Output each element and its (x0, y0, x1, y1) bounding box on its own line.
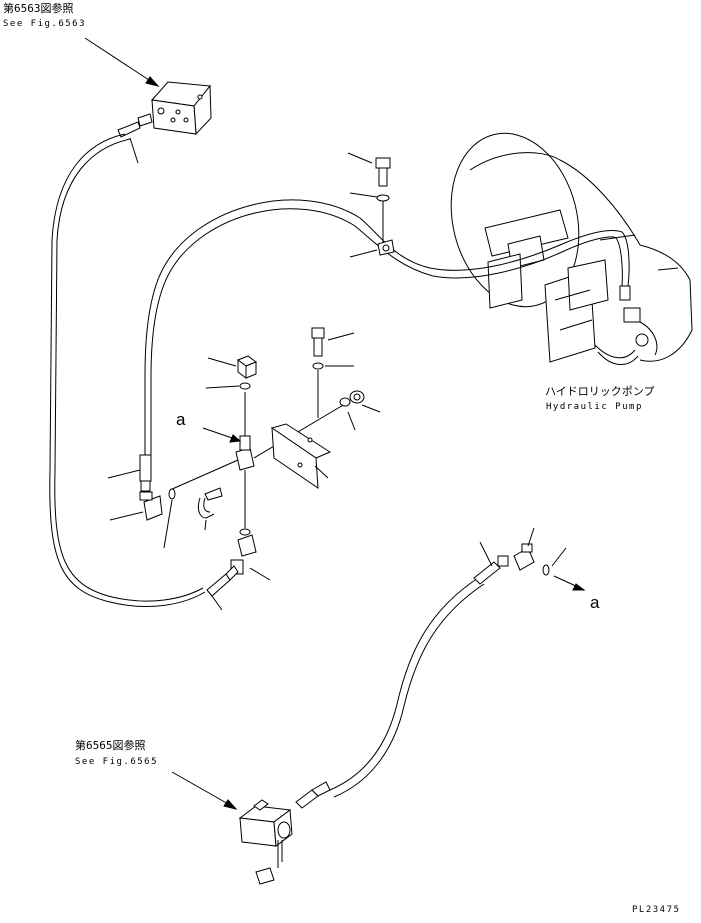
hose-pump-line (429, 230, 630, 287)
hose-end-lower (206, 565, 239, 597)
valve-block-top (151, 81, 212, 136)
hose-to-bottom-valve (329, 577, 479, 791)
ref-bottom-en-label: See Fig.6565 (75, 757, 159, 767)
hose-end-right (473, 555, 509, 585)
clamp-upper (377, 239, 395, 256)
ref-bottom-jp-label: 第6565図参照 (75, 739, 146, 752)
hose-pump-to-tee (144, 199, 431, 455)
elbow-fitting-right (513, 543, 535, 571)
valve-block-bottom (238, 799, 293, 885)
bolt-bracket (311, 327, 325, 357)
nut (349, 390, 365, 404)
fitting-top (117, 113, 153, 138)
ref-top-en-label: See Fig.6563 (3, 19, 87, 29)
bolt-upper (375, 157, 391, 187)
ref-arrow-top (84, 37, 160, 87)
pump-jp-label: ハイドロリックポンプ (545, 385, 655, 398)
u-bolt (197, 487, 223, 519)
marker-a-left: a (176, 410, 186, 429)
hose-loop-left (49, 133, 206, 607)
ref-top-jp-label: 第6563図参照 (3, 2, 74, 15)
hydraulic-pump (450, 132, 693, 365)
ref-arrow-bottom (171, 771, 238, 810)
marker-a-right: a (590, 593, 600, 612)
cap-fitting (236, 355, 258, 379)
tee-fitting (169, 392, 346, 528)
drawing-number: PL23475 (632, 905, 681, 915)
elbow-fitting-left (139, 491, 163, 521)
hose-end-bottom (295, 781, 331, 809)
pump-en-label: Hydraulic Pump (546, 402, 643, 412)
bracket (270, 423, 332, 489)
